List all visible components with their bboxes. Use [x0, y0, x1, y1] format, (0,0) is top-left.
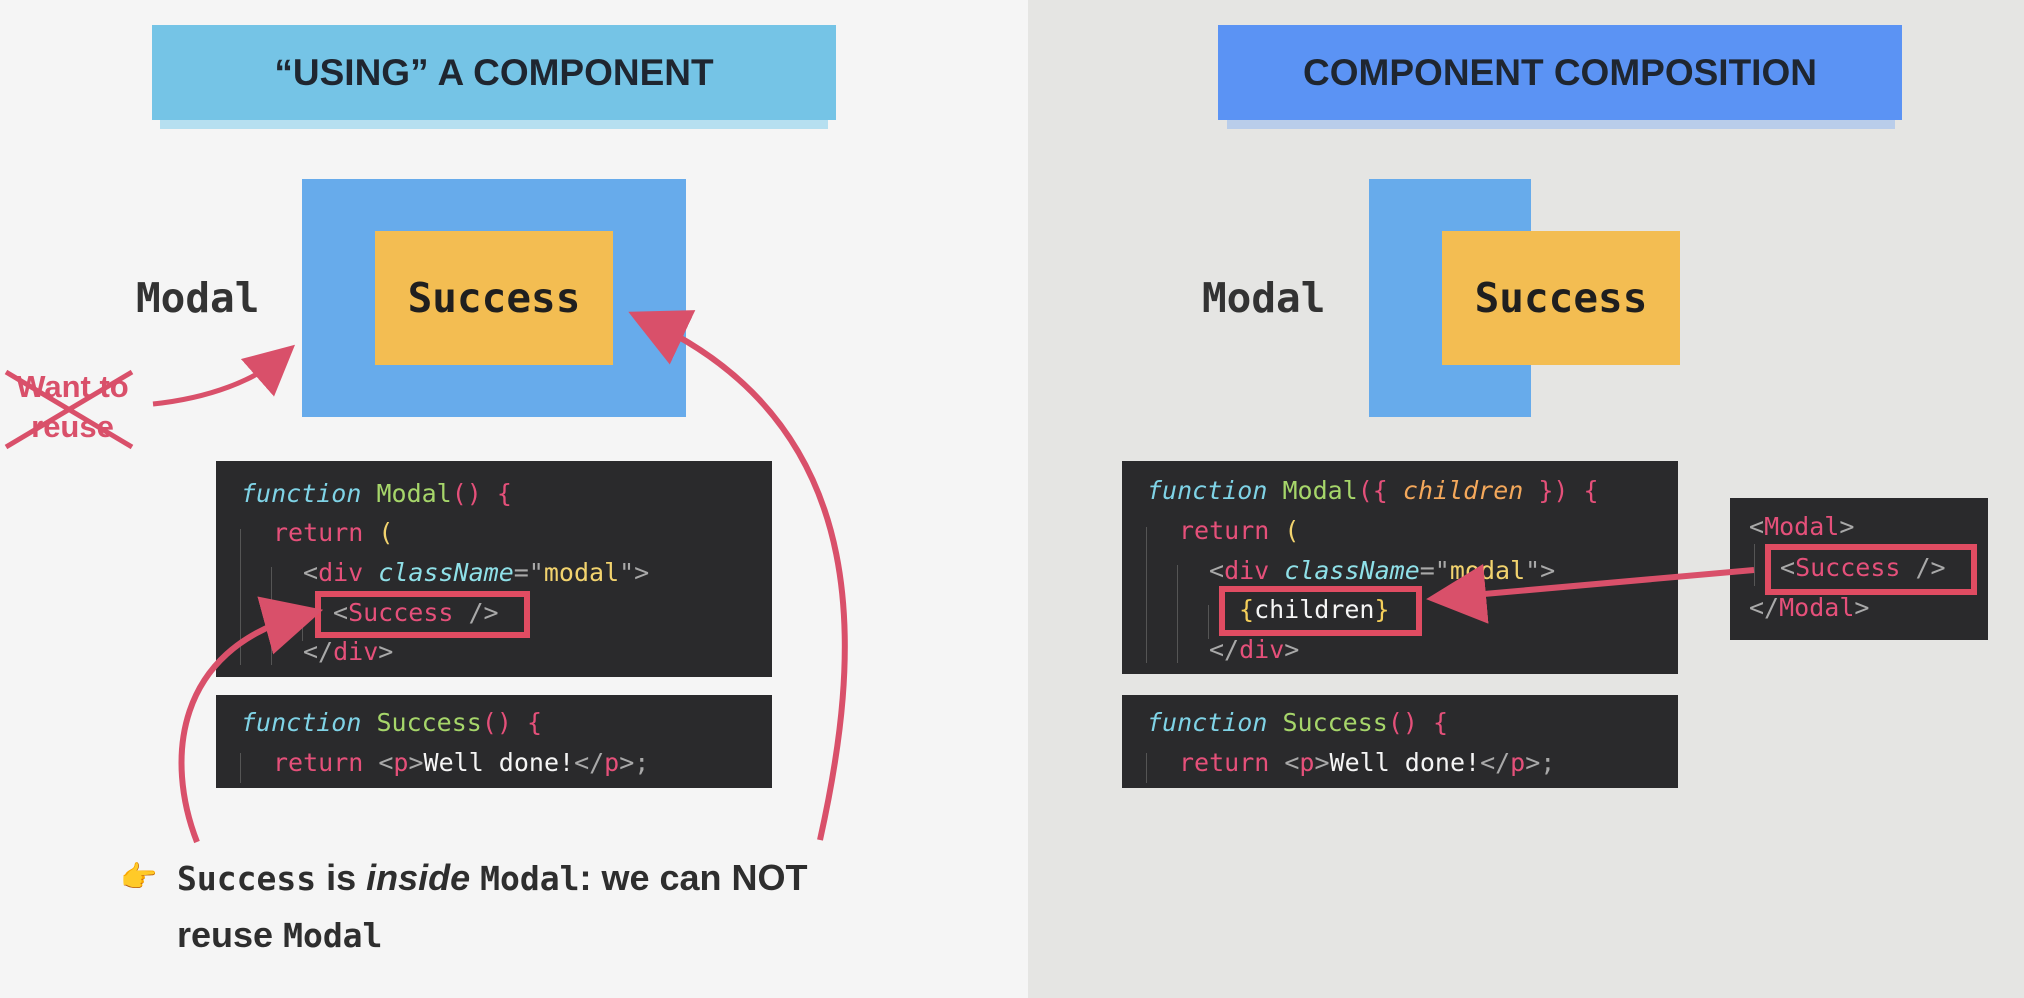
code-line: function Modal() { [241, 479, 512, 508]
code-line: return <p>Well done!</p>; [273, 748, 650, 777]
right-title: COMPONENT COMPOSITION [1218, 25, 1902, 120]
indent-guide [240, 529, 241, 665]
code-line: function Success() { [241, 708, 543, 737]
reuse-arrow [152, 344, 296, 407]
right-success-code: function Success() { return <p>Well done… [1122, 695, 1678, 788]
bottom-note: 👉 Success is inside Modal: we can NOT re… [120, 850, 920, 964]
note-line-1: Success is inside Modal: we can NOT [177, 857, 808, 898]
code-line: <Success /> [1780, 553, 1946, 582]
indent-guide [1754, 544, 1755, 586]
code-line: <div className="modal"> [1209, 556, 1556, 585]
cross-line [4, 369, 134, 450]
indent-guide [1146, 753, 1147, 783]
right-success-box: Success [1442, 231, 1680, 365]
composition-arrow [1426, 563, 1755, 624]
code-line: return ( [273, 518, 394, 547]
indent-guide [240, 753, 241, 783]
right-modal-code: function Modal({ children }) { return ( … [1122, 461, 1678, 674]
code-line: <Modal> [1749, 512, 1855, 541]
code-line: function Modal({ children }) { [1147, 476, 1599, 505]
inside-arrow [628, 310, 848, 841]
left-modal-label: Modal [136, 274, 260, 322]
code-line: return <p>Well done!</p>; [1179, 748, 1556, 777]
code-line: </div> [303, 637, 394, 666]
left-success-box: Success [375, 231, 613, 365]
indent-guide [1177, 565, 1178, 663]
note-line-2: reuse Modal [177, 914, 383, 955]
indent-guide [1208, 605, 1209, 639]
code-line: </Modal> [1749, 593, 1870, 622]
code-line: <div className="modal"> [303, 558, 650, 587]
success-usage-highlight [1765, 544, 1977, 595]
right-modal-label: Modal [1202, 274, 1326, 322]
code-arrow [178, 596, 324, 844]
code-line: </div> [1209, 635, 1300, 664]
modal-usage-code: <Modal> <Success /> </Modal> [1730, 498, 1988, 640]
children-highlight [1219, 586, 1422, 636]
pointing-hand-icon: 👉 [120, 861, 158, 894]
code-line: {children} [1239, 595, 1390, 624]
indent-guide [1146, 527, 1147, 663]
code-line: <Success /> [333, 598, 499, 627]
left-title: “USING” A COMPONENT [152, 25, 836, 120]
code-line: return ( [1179, 516, 1300, 545]
code-line: function Success() { [1147, 708, 1449, 737]
left-success-code: function Success() { return <p>Well done… [216, 695, 772, 788]
